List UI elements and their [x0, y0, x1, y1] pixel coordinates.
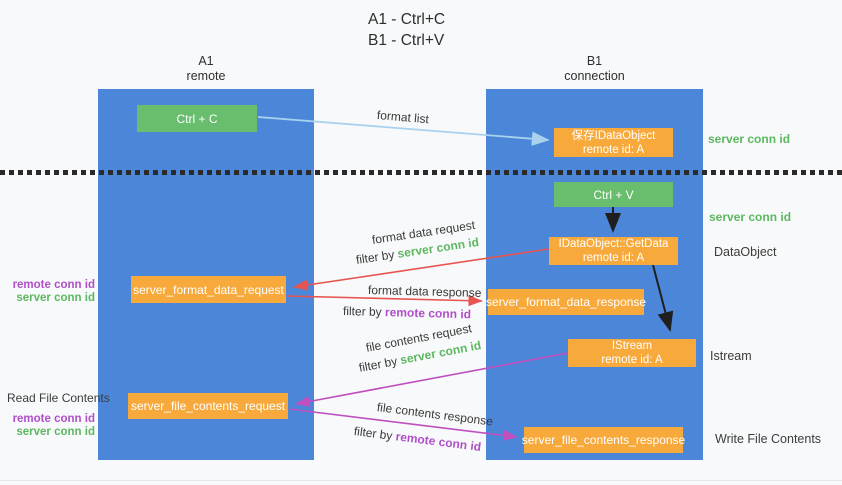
bottom-divider — [0, 480, 842, 481]
server-format-data-request-label: server_format_data_request — [133, 282, 284, 297]
label-conn-ids-format: remote conn id server conn id — [8, 279, 95, 305]
node-ctrl-v: Ctrl + V — [554, 182, 673, 207]
label-conn-ids-file: remote conn id server conn id — [8, 413, 95, 439]
title-line-2: B1 - Ctrl+V — [368, 32, 445, 49]
remote-conn-id-label: remote conn id — [12, 279, 95, 291]
istream-remote-id: remote id: A — [601, 354, 663, 366]
diagram-title: A1 - Ctrl+C B1 - Ctrl+V — [368, 9, 445, 51]
remote-conn-id-text: remote conn id — [384, 305, 472, 322]
lifeline-a1-id: A1 — [198, 54, 214, 68]
ctrl-c-label: Ctrl + C — [176, 111, 218, 126]
label-file-contents-response: file contents response — [376, 400, 494, 429]
label-read-file-contents: Read File Contents — [7, 391, 110, 405]
label-write-file-contents: Write File Contents — [715, 432, 822, 446]
label-format-list: format list — [376, 108, 430, 127]
node-istream: IStream remote id: A — [568, 339, 696, 367]
lifeline-b1-id: B1 — [586, 54, 603, 68]
label-filter-by-remote-conn-id-1: filter by remote conn id — [343, 304, 471, 321]
label-filter-by-remote-conn-id-2: filter by remote conn id — [353, 424, 482, 454]
label-server-conn-id-mid: server conn id — [709, 210, 792, 224]
lifeline-header-b1: B1 connection — [486, 54, 703, 84]
node-save-idataobject: 保存IDataObject remote id: A — [554, 128, 673, 157]
server-file-contents-request-label: server_file_contents_request — [130, 399, 286, 413]
node-ctrl-c: Ctrl + C — [137, 105, 257, 132]
lifeline-b1-role: connection — [564, 69, 625, 83]
server-conn-id-label: server conn id — [16, 292, 95, 304]
getdata-remote-id: remote id: A — [582, 252, 645, 264]
server-conn-id-label: server conn id — [16, 426, 95, 438]
ctrl-v-label: Ctrl + V — [593, 187, 634, 202]
node-server-format-data-response: server_format_data_response — [485, 289, 647, 315]
lifeline-header-a1: A1 remote — [98, 54, 314, 84]
filter-by-text: filter by — [353, 424, 394, 443]
node-server-file-contents-request: server_file_contents_request — [128, 393, 288, 419]
copy-paste-separator-line — [0, 170, 842, 175]
label-dataobject: DataObject — [714, 245, 777, 259]
filter-by-text: filter by — [354, 247, 396, 267]
lifeline-a1-role: remote — [186, 69, 226, 83]
title-line-1: A1 - Ctrl+C — [368, 11, 446, 28]
save-idataobject-title: 保存IDataObject — [571, 129, 656, 142]
remote-conn-id-text: remote conn id — [394, 429, 482, 454]
filter-by-text: filter by — [357, 353, 399, 375]
remote-conn-id-label: remote conn id — [12, 413, 95, 425]
label-server-conn-id-top: server conn id — [708, 132, 791, 146]
node-server-format-data-request: server_format_data_request — [131, 276, 286, 303]
istream-title: IStream — [611, 340, 653, 352]
node-server-file-contents-response: server_file_contents_response — [521, 427, 686, 453]
label-format-data-response: format data response — [367, 283, 482, 300]
node-idataobject-getdata: IDataObject::GetData remote id: A — [549, 237, 678, 265]
server-format-data-response-label: server_format_data_response — [485, 295, 647, 309]
save-idataobject-remote-id: remote id: A — [582, 143, 645, 156]
filter-by-text: filter by — [342, 304, 382, 320]
getdata-title: IDataObject::GetData — [558, 238, 669, 250]
server-file-contents-response-label: server_file_contents_response — [521, 433, 686, 447]
label-istream: Istream — [710, 349, 752, 363]
